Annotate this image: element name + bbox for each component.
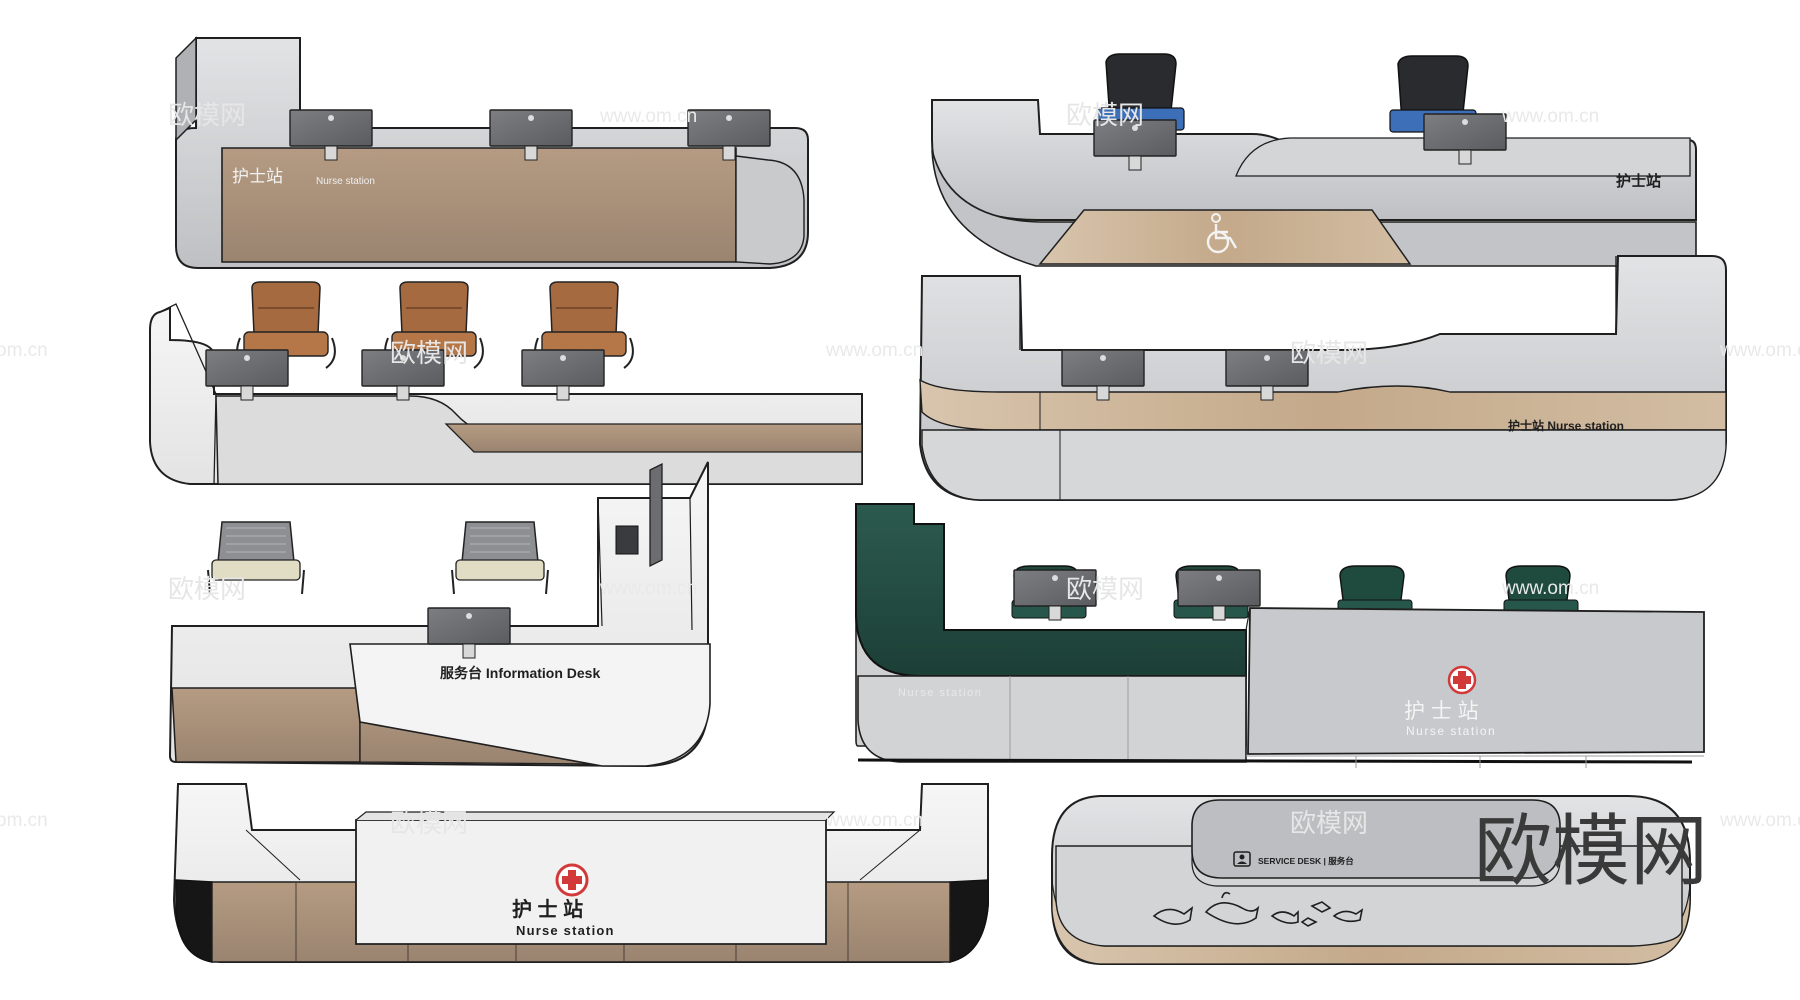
- watermark-site: www.om.cn: [1501, 578, 1599, 599]
- watermark-brand: 欧模网: [168, 100, 246, 130]
- watermark-brand: 欧模网: [390, 338, 468, 368]
- desk-6-sign-en: Nurse station: [1406, 724, 1496, 738]
- watermark-brand: 欧模网: [1066, 100, 1144, 130]
- desk-6-sign-cn: 护 士 站: [1404, 700, 1479, 723]
- desk-1-nurse-station: 护士站 Nurse station: [175, 36, 809, 269]
- desk-7-sign-en: Nurse station: [516, 923, 615, 938]
- monitor-icon: [521, 349, 605, 401]
- desk-5-information-desk: 服务台 Information Desk: [168, 461, 711, 768]
- watermark-brand: 欧模网: [1290, 338, 1368, 368]
- watermark-site: www.om.cn: [599, 578, 697, 599]
- office-chair-icon: [451, 521, 549, 595]
- watermark-brand: 欧模网: [1290, 808, 1368, 838]
- watermark-site: om.cn: [0, 340, 48, 361]
- monitor-icon: [205, 349, 289, 401]
- desk-6-nurse-station: 护 士 站 Nurse station Nurse station: [855, 503, 1705, 768]
- desk-3-workstation: [149, 281, 863, 485]
- watermark-site: www.om.cn: [825, 340, 923, 361]
- watermark-brand: 欧模网: [168, 574, 246, 604]
- desk-4-nurse-station: 护士站 Nurse station: [918, 255, 1727, 501]
- person-card-icon: [1233, 851, 1251, 867]
- watermark-site: www.om.cn: [1719, 810, 1800, 831]
- watermark-site: www.om.cn: [1501, 106, 1599, 127]
- desk-1-sign-cn: 护士站: [232, 167, 283, 186]
- watermark-site: www.om.cn: [1719, 340, 1800, 361]
- desk-8-service-desk: SERVICE DESK | 服务台: [1051, 795, 1691, 965]
- desk-7-nurse-station: 护 士 站 Nurse station: [172, 783, 989, 963]
- watermark-site: www.om.cn: [825, 810, 923, 831]
- desk-2-accessible-station: 护士站: [931, 53, 1697, 267]
- watermark-brand: 欧模网: [1066, 574, 1144, 604]
- desk-5-sign: 服务台 Information Desk: [440, 665, 600, 681]
- watermark-brand: 欧模网: [390, 808, 468, 838]
- desk-2-sign-cn: 护士站: [1616, 172, 1661, 190]
- desk-7-sign-cn: 护 士 站: [512, 897, 583, 921]
- desk-1-sign-en: Nurse station: [316, 176, 375, 187]
- watermark-site: om.cn: [0, 810, 48, 831]
- desk-4-sign: 护士站 Nurse station: [1508, 418, 1624, 433]
- red-cross-icon: [1447, 665, 1477, 695]
- desk-8-sign: SERVICE DESK | 服务台: [1258, 856, 1354, 866]
- desk-6-side-label: Nurse station: [898, 687, 982, 699]
- red-cross-icon: [555, 863, 589, 897]
- wheelchair-icon: [1206, 213, 1238, 254]
- whale-fish-icons: [1152, 891, 1364, 927]
- watermark-site: www.om.cn: [599, 106, 697, 127]
- watermark-layer: 欧模网 www.om.cn 欧模网 www.om.cn om.cn 欧模网 ww…: [0, 100, 1800, 897]
- watermark-logo: 欧模网: [1474, 807, 1708, 897]
- monitor-icon: [615, 462, 663, 568]
